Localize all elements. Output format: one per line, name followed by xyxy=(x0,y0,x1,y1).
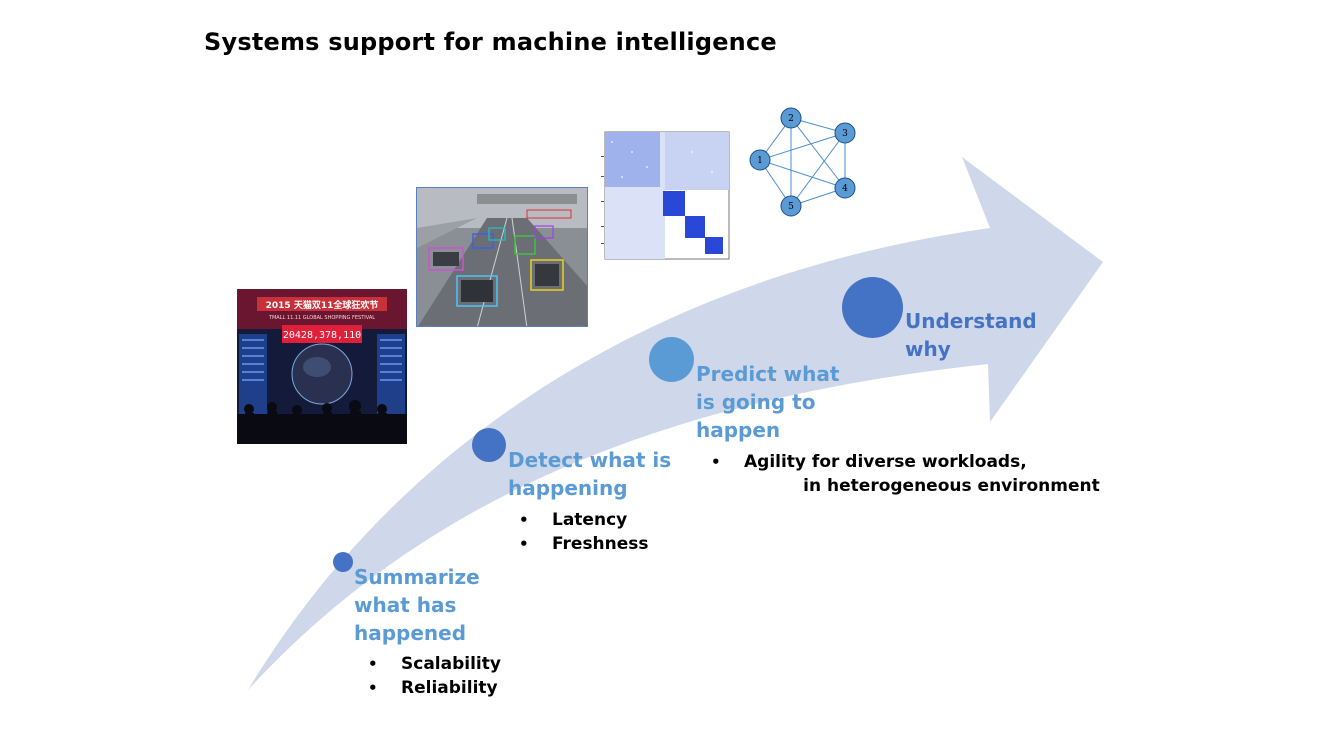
graph-node-5: 5 xyxy=(788,202,794,212)
bullet-item: in heterogeneous environment xyxy=(744,476,1100,496)
bullet-item: Reliability xyxy=(368,676,501,700)
stage-1-label-line-1: Summarize xyxy=(354,565,480,589)
stage-3-label-line-2: is going to xyxy=(696,390,816,414)
bullet-item: Freshness xyxy=(519,532,649,556)
stage-3-label: Predict what is going to happen xyxy=(696,360,839,444)
graph-node-2: 2 xyxy=(788,114,794,124)
stage-3-label-line-3: happen xyxy=(696,418,781,442)
stage-3-bullets: Agility for diverse workloads, in hetero… xyxy=(711,450,1100,498)
stage-4-label: Understand why xyxy=(905,307,1037,363)
stage-3-label-line-1: Predict what xyxy=(696,362,840,386)
stage-4-label-line-1: Understand xyxy=(905,309,1037,333)
stage-4-label-line-2: why xyxy=(905,337,951,361)
bullet-item: Scalability xyxy=(368,652,501,676)
svg-text:TMALL 11.11 GLOBAL SHOPPING FE: TMALL 11.11 GLOBAL SHOPPING FESTIVAL xyxy=(268,315,375,321)
stage-1-label-line-3: happened xyxy=(354,621,467,645)
svg-text:20428,378,110: 20428,378,110 xyxy=(283,330,361,341)
page-title: Systems support for machine intelligence xyxy=(204,28,777,56)
stage-2-bullets: Latency Freshness xyxy=(519,508,649,556)
graph-network-image: 1 2 3 4 5 xyxy=(745,104,860,220)
graph-node-1: 1 xyxy=(757,156,763,166)
stage-1-label-line-2: what has xyxy=(354,593,457,617)
stage-2-dot xyxy=(472,428,506,462)
stage-2-label-line-1: Detect what is xyxy=(508,448,672,472)
matrix-heatmap-image xyxy=(601,131,731,267)
stage-3-dot xyxy=(649,337,694,382)
traffic-camera-photo xyxy=(416,187,588,327)
shopping-festival-photo: 2015 天猫双11全球狂欢节 TMALL 11.11 GLOBAL SHOPP… xyxy=(237,289,407,444)
graph-node-4: 4 xyxy=(842,184,848,194)
stage-1-bullets: Scalability Reliability xyxy=(368,652,501,700)
bullet-item: Agility for diverse workloads, xyxy=(711,450,1100,474)
graph-node-3: 3 xyxy=(842,129,848,139)
stage-2-label: Detect what is happening xyxy=(508,446,671,502)
stage-2-label-line-2: happening xyxy=(508,476,628,500)
bullet-item: Latency xyxy=(519,508,649,532)
stage-1-label: Summarize what has happened xyxy=(354,563,480,647)
svg-text:2015 天猫双11全球狂欢节: 2015 天猫双11全球狂欢节 xyxy=(266,299,379,311)
stage-1-dot xyxy=(333,552,353,572)
stage-4-dot xyxy=(842,277,903,338)
